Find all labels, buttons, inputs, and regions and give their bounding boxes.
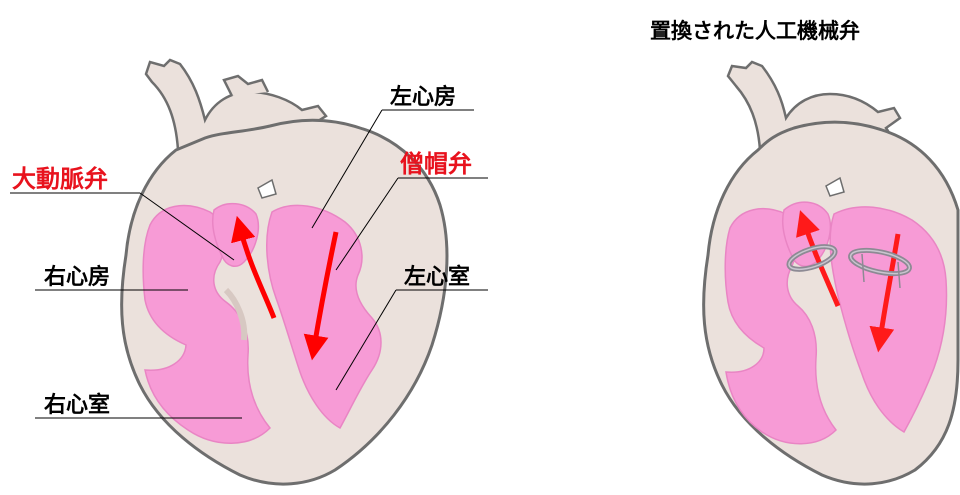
label-aortic-valve: 大動脈弁: [12, 165, 108, 193]
label-right-atrium: 右心房: [44, 264, 110, 290]
heart-with-mechanical-valves: [704, 62, 958, 484]
label-replaced-mechanical-valve: 置換された人工機械弁: [650, 19, 860, 43]
label-right-ventricle: 右心室: [44, 392, 110, 418]
label-left-ventricle: 左心室: [404, 264, 470, 290]
heart-normal: [122, 60, 447, 484]
label-mitral-valve: 僧帽弁: [400, 150, 472, 178]
label-left-atrium: 左心房: [390, 84, 456, 110]
